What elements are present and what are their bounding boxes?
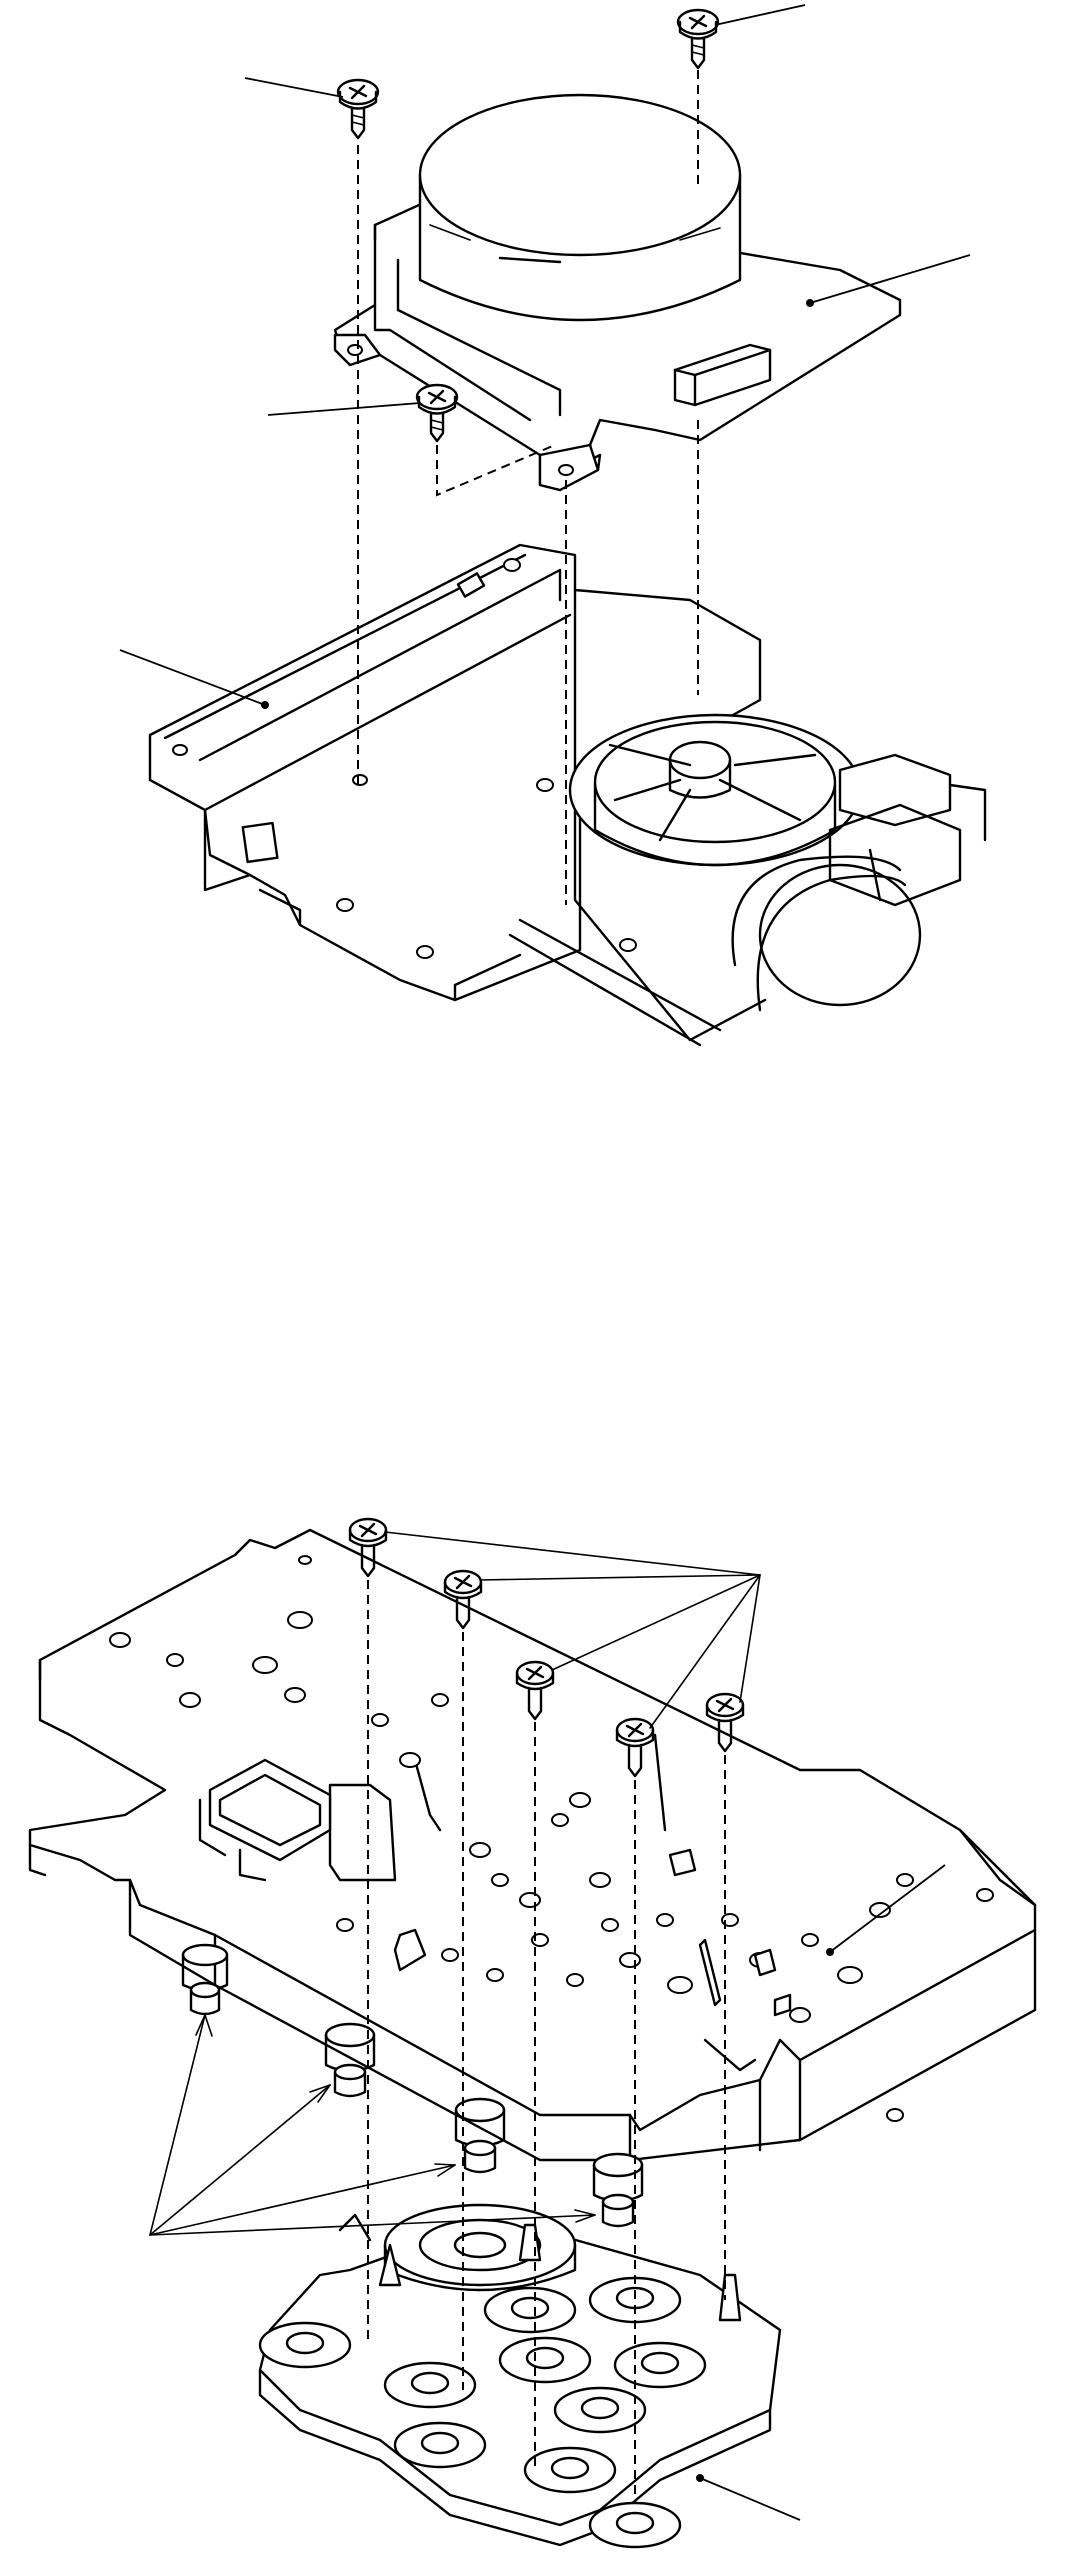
gear-set xyxy=(258,2276,707,2549)
lower-leaders xyxy=(149,1531,946,2521)
gear-block xyxy=(258,2203,782,2549)
leader-main-plate xyxy=(829,1864,946,1953)
boss-3 xyxy=(454,2097,506,2174)
boss-4 xyxy=(592,2152,644,2228)
upper-assembly xyxy=(119,4,987,1047)
lower-assembly xyxy=(28,1517,1037,2549)
screw-1 xyxy=(348,1517,388,1578)
screw-2 xyxy=(443,1569,483,1630)
screw-middle xyxy=(415,383,459,443)
leader-gear-block xyxy=(699,2477,801,2521)
leader-screw-middle xyxy=(267,402,421,416)
main-plate xyxy=(28,1528,1037,2162)
screw-4 xyxy=(615,1717,655,1778)
leader-motor-plate xyxy=(809,254,971,304)
chassis-bracket xyxy=(148,543,767,1047)
lower-align-lines xyxy=(367,1580,726,2500)
leader-chassis-bracket xyxy=(119,649,266,706)
boss-2 xyxy=(324,2022,376,2098)
gear-bosses xyxy=(181,1943,644,2228)
boss-1 xyxy=(181,1943,229,2016)
align-line-middle-screw xyxy=(436,444,556,497)
motor-plate xyxy=(333,93,902,492)
screw-top-left xyxy=(336,78,380,140)
screws-five xyxy=(348,1517,745,1778)
leader-screw-top-left xyxy=(244,77,344,98)
reel-drive xyxy=(568,713,987,1012)
leader-screw-top-right xyxy=(714,4,806,26)
screw-5 xyxy=(705,1692,745,1753)
screw-top-right xyxy=(676,8,720,70)
screw-3 xyxy=(515,1660,555,1721)
